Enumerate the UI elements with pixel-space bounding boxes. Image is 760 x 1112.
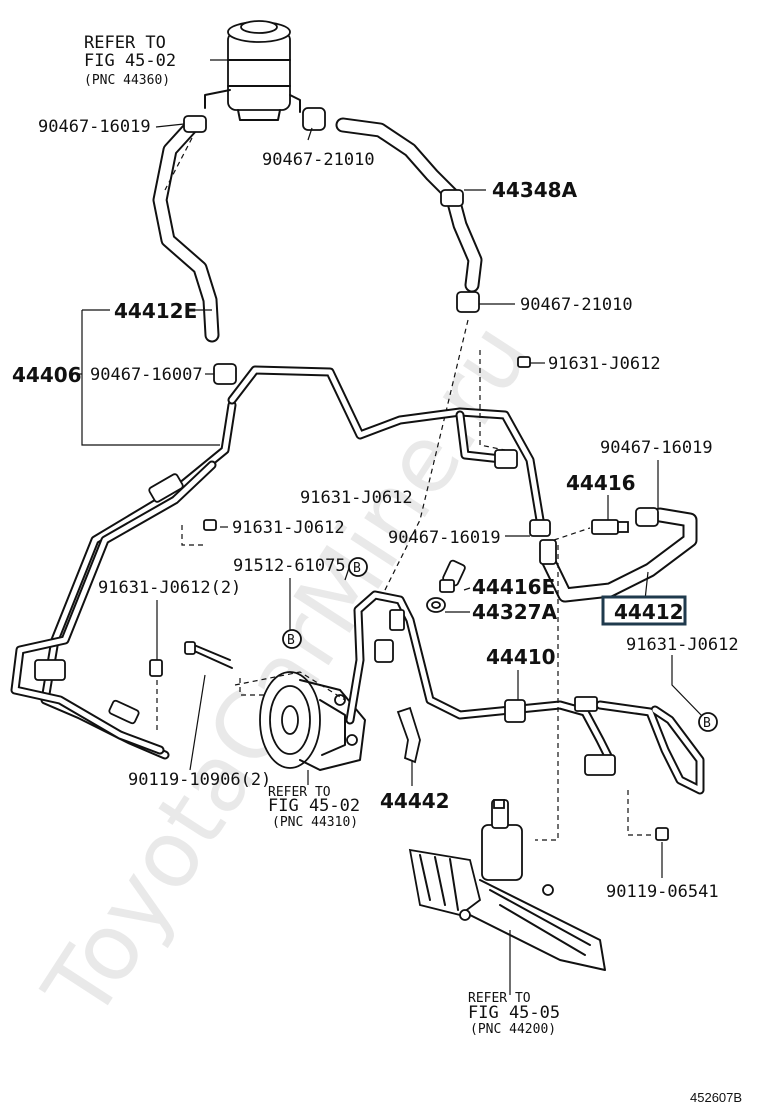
label-44412[interactable]: 44412 bbox=[614, 600, 684, 624]
label-90467-16019-b[interactable]: 90467-16019 bbox=[600, 438, 713, 458]
ref-gear-line3: (PNC 44200) bbox=[470, 1022, 556, 1037]
return-hose-44412e[interactable] bbox=[152, 120, 220, 343]
label-44348a[interactable]: 44348A bbox=[492, 178, 578, 202]
bolt-icon bbox=[149, 356, 669, 841]
label-90467-16007[interactable]: 90467-16007 bbox=[90, 365, 203, 385]
label-91631-j0612-c[interactable]: 91631-J0612 bbox=[232, 518, 345, 538]
bolt-long[interactable] bbox=[184, 641, 233, 669]
power-steering-pump[interactable] bbox=[259, 671, 366, 771]
label-44327a[interactable]: 44327A bbox=[472, 600, 558, 624]
ref-pump-line2: FIG 45-02 bbox=[268, 796, 360, 816]
label-91631-j0612-a[interactable]: 91631-J0612 bbox=[548, 354, 661, 374]
reservoir-tank[interactable] bbox=[204, 20, 301, 121]
gasket-44327a[interactable] bbox=[426, 597, 446, 613]
ref-reservoir-line1: REFER TO bbox=[84, 33, 166, 53]
leader-lines bbox=[75, 59, 705, 995]
callout-b-3: B bbox=[698, 712, 718, 732]
svg-text:B: B bbox=[287, 633, 295, 648]
ref-pump-line1: REFER TO bbox=[268, 785, 331, 800]
label-90467-21010-a[interactable]: 90467-21010 bbox=[262, 150, 375, 170]
callout-b-2: B bbox=[282, 629, 302, 649]
union-44416e[interactable] bbox=[439, 559, 466, 593]
label-91631-j0612-b[interactable]: 91631-J0612 bbox=[300, 488, 413, 508]
svg-text:B: B bbox=[353, 561, 361, 576]
hose-44412[interactable] bbox=[540, 507, 698, 603]
suction-hose-44348a[interactable] bbox=[335, 117, 483, 293]
steering-gear-assembly[interactable] bbox=[408, 799, 606, 971]
label-44412-highlight[interactable]: 44412 bbox=[601, 595, 687, 626]
label-44406[interactable]: 44406 bbox=[12, 363, 82, 387]
ref-reservoir-line2: FIG 45-02 bbox=[84, 51, 176, 71]
ref-pump-line3: (PNC 44310) bbox=[272, 815, 358, 830]
svg-text:B: B bbox=[703, 716, 711, 731]
figure-id: 452607B bbox=[690, 1090, 742, 1105]
ref-gear-line1: REFER TO bbox=[468, 991, 531, 1006]
clip-icon bbox=[183, 107, 480, 385]
label-90467-16019-c[interactable]: 90467-16019 bbox=[388, 528, 501, 548]
union-44416[interactable] bbox=[591, 519, 629, 535]
label-91512-61075[interactable]: 91512-61075 bbox=[233, 556, 346, 576]
label-90119-10906-2[interactable]: 90119-10906(2) bbox=[128, 770, 271, 790]
label-44416[interactable]: 44416 bbox=[566, 471, 636, 495]
label-91631-j0612-d[interactable]: 91631-J0612 bbox=[626, 635, 739, 655]
label-44416e[interactable]: 44416E bbox=[472, 575, 555, 599]
bracket-44442[interactable] bbox=[396, 706, 421, 764]
label-90119-06541[interactable]: 90119-06541 bbox=[606, 882, 719, 902]
label-90467-16019-a[interactable]: 90467-16019 bbox=[38, 117, 151, 137]
pressure-tube-44406[interactable] bbox=[10, 365, 545, 760]
ref-reservoir-line3: (PNC 44360) bbox=[84, 73, 170, 88]
label-91631-j0612-2[interactable]: 91631-J0612(2) bbox=[98, 578, 241, 598]
callout-b-1: B bbox=[348, 557, 368, 577]
label-44442[interactable]: 44442 bbox=[380, 789, 450, 813]
ref-gear-line2: FIG 45-05 bbox=[468, 1003, 560, 1023]
label-90467-21010-b[interactable]: 90467-21010 bbox=[520, 295, 633, 315]
label-44410[interactable]: 44410 bbox=[486, 645, 556, 669]
label-44412e[interactable]: 44412E bbox=[114, 299, 197, 323]
